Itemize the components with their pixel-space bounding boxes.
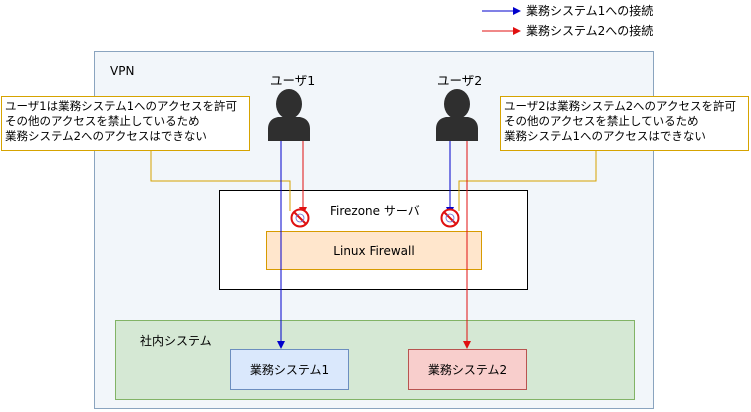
user1-note-line: ユーザ1は業務システム1へのアクセスを許可 [5, 99, 237, 113]
user2-note-line: その他のアクセスを禁止しているため [504, 114, 699, 128]
no-entry-icon [440, 208, 460, 228]
user2-icon [436, 89, 478, 141]
business-system-2-box: 業務システム2 [408, 349, 527, 390]
user2-label: ユーザ2 [437, 73, 483, 88]
linux-firewall-label: Linux Firewall [333, 243, 415, 258]
user1-note-connector [150, 151, 291, 211]
linux-firewall-box: Linux Firewall [266, 231, 482, 270]
legend-red-label: 業務システム2への接続 [526, 24, 654, 38]
internal-system-label: 社内システム [140, 334, 212, 348]
user1-note: ユーザ1は業務システム1へのアクセスを許可 その他のアクセスを禁止しているため … [1, 96, 250, 151]
no-entry-icon [290, 208, 310, 228]
user2-note-line: ユーザ2は業務システム2へのアクセスを許可 [504, 99, 736, 113]
user1-note-line: その他のアクセスを禁止しているため [5, 114, 200, 128]
user1-icon [268, 89, 310, 141]
firezone-server-label: Firezone サーバ [330, 204, 420, 218]
user2-note: ユーザ2は業務システム2へのアクセスを許可 その他のアクセスを禁止しているため … [500, 96, 749, 151]
internal-system-container [115, 320, 635, 400]
user1-note-line: 業務システム2へのアクセスはできない [5, 129, 207, 143]
legend-blue-label: 業務システム1への接続 [526, 4, 654, 18]
user2-note-line: 業務システム1へのアクセスはできない [504, 129, 706, 143]
user2-note-connector [458, 151, 597, 211]
business-system-1-box: 業務システム1 [230, 349, 349, 390]
vpn-label: VPN [110, 64, 135, 78]
user1-label: ユーザ1 [270, 73, 316, 88]
business-system-1-label: 業務システム1 [249, 363, 330, 377]
business-system-2-label: 業務システム2 [427, 363, 508, 377]
